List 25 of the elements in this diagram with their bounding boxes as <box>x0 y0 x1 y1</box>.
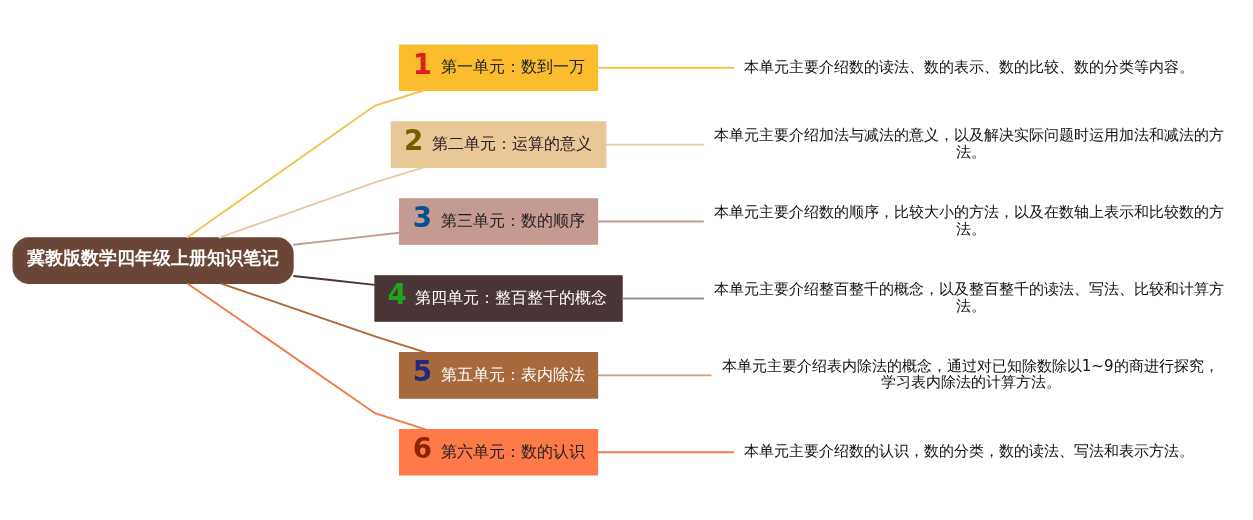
connector <box>597 374 713 377</box>
node-text: 本单元主要介绍数的顺序，比较大小的方法，以及在数轴上表示和比较数的方法。 <box>714 203 1225 238</box>
connector <box>597 451 735 454</box>
node-text: 本单元主要介绍整百整千的概念，以及整百整千的读法、写法、比较和计算方法。 <box>714 280 1225 315</box>
node-text: 本单元主要介绍加法与减法的意义，以及解决实际问题时运用加法和减法的方法。 <box>714 126 1225 161</box>
connector <box>185 89 425 239</box>
connector <box>605 143 705 146</box>
connector <box>217 166 425 239</box>
connector <box>597 220 705 223</box>
node-box: 1 第一单元：数到一万 <box>398 44 599 92</box>
node-box: 2 第二单元：运算的意义 <box>390 121 607 168</box>
connector <box>219 282 428 354</box>
node-box: 冀教版数学四年级上册知识笔记 <box>12 237 294 284</box>
connector <box>292 231 401 246</box>
node-text: 本单元主要介绍数的认识，数的分类，数的读法、写法和表示方法。 <box>744 442 1195 461</box>
node-text: 本单元主要介绍数的读法、数的表示、数的比较、数的分类等内容。 <box>744 57 1195 76</box>
node-text: 本单元主要介绍表内除法的概念，通过对已知除数除以1~9的商进行探究，学习表内除法的计算方法。 <box>721 357 1219 392</box>
node-box: 4 第四单元：整百整千的概念 <box>374 275 623 322</box>
node-box: 6 第六单元：数的认识 <box>398 428 599 476</box>
node-box: 5 第五单元：表内除法 <box>398 352 599 399</box>
connector <box>621 297 705 300</box>
connector <box>292 275 376 286</box>
node-box: 3 第三单元：数的顺序 <box>398 198 599 245</box>
connector <box>597 66 735 69</box>
connector <box>186 282 428 431</box>
